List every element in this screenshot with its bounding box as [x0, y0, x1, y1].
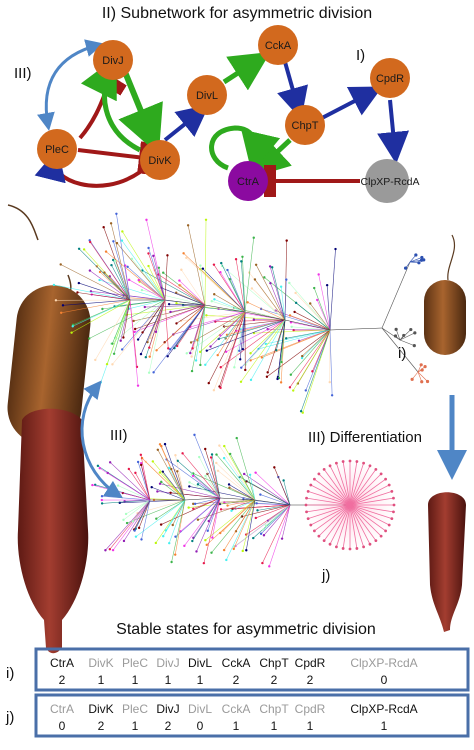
state-row-j: CtrA 0 DivK 2 PleC 1 DivJ 2 DivL 0 CckA 1 ChpT 1 CpdR 1… [50, 702, 418, 733]
state-name-i-8: ClpXP-RcdA [350, 656, 417, 670]
label-III-top: III) [14, 65, 32, 82]
feedback-arrow-divj-plec [37, 39, 104, 131]
svg-text:ChpT: ChpT [292, 120, 319, 132]
state-name-i-5: CckA [222, 656, 251, 670]
label-i-graph: i) [398, 345, 406, 362]
node-divj: DivJ [93, 40, 133, 80]
state-name-j-2: PleC [122, 702, 148, 716]
state-value-j-6: 1 [271, 719, 278, 733]
differentiation-label: III) Differentiation [308, 429, 422, 446]
state-name-i-3: DivJ [156, 656, 179, 670]
node-chpt: ChpT [285, 105, 325, 145]
state-name-j-4: DivL [188, 702, 212, 716]
state-value-i-3: 1 [165, 673, 172, 687]
state-name-j-3: DivJ [156, 702, 179, 716]
state-name-i-7: CpdR [295, 656, 326, 670]
edge-cpdr-clpxp [377, 99, 410, 164]
inhibit-plec-divk [77, 141, 153, 175]
svg-text:PleC: PleC [45, 144, 69, 156]
state-value-i-2: 1 [132, 673, 139, 687]
state-value-j-5: 1 [233, 719, 240, 733]
state-transition-graph-j [91, 433, 350, 568]
state-value-j-7: 1 [307, 719, 314, 733]
cell-right-swarmer [428, 492, 466, 632]
activate-chpt-ctra [249, 136, 292, 179]
state-value-i-1: 1 [98, 673, 105, 687]
node-divl: DivL [187, 75, 227, 115]
svg-text:CtrA: CtrA [237, 176, 260, 188]
state-value-j-1: 2 [98, 719, 105, 733]
svg-text:DivL: DivL [196, 90, 218, 102]
svg-text:ClpXP-RcdA: ClpXP-RcdA [361, 176, 420, 188]
state-name-i-6: ChpT [259, 656, 289, 670]
state-name-j-6: ChpT [259, 702, 289, 716]
activate-divj-divk [118, 70, 163, 155]
state-value-j-4: 0 [197, 719, 204, 733]
state-name-i-0: CtrA [50, 656, 74, 670]
node-ctra: CtrA [228, 161, 268, 201]
node-ccka: CckA [258, 25, 298, 65]
state-value-j-3: 2 [165, 719, 172, 733]
state-value-j-2: 1 [132, 719, 139, 733]
subnetwork-title: II) Subnetwork for asymmetric division [102, 5, 372, 22]
label-I: I) [356, 47, 365, 64]
node-clpxp: ClpXP-RcdA [361, 159, 420, 203]
node-divk: DivK [140, 140, 180, 180]
state-box-j [34, 693, 470, 738]
edge-chpt-cpdr [321, 86, 383, 120]
state-name-j-5: CckA [222, 702, 251, 716]
node-cpdr: CpdR [370, 58, 410, 98]
cell-right-stalked [424, 234, 466, 355]
state-name-i-1: DivK [88, 656, 113, 670]
stable-states-title: Stable states for asymmetric division [116, 621, 376, 638]
node-plec: PleC [37, 129, 77, 169]
label-III-mid: III) [110, 427, 128, 444]
pink-attractor [304, 459, 396, 551]
state-value-i-4: 1 [197, 673, 204, 687]
activate-divl-ccka [222, 51, 271, 91]
state-value-i-8: 0 [381, 673, 388, 687]
edge-divk-divl [163, 104, 210, 142]
state-value-i-5: 2 [233, 673, 240, 687]
state-name-j-0: CtrA [50, 702, 74, 716]
state-name-j-7: CpdR [295, 702, 326, 716]
edge-ccka-chpt [277, 61, 308, 120]
row-i-label: i) [6, 665, 14, 682]
state-name-i-4: DivL [188, 656, 212, 670]
label-j-graph: j) [321, 567, 330, 584]
state-value-j-8: 1 [381, 719, 388, 733]
network-nodes: DivJ PleC DivK DivL CckA ChpT CpdR CtrA … [37, 25, 419, 203]
cell-left-dividing [7, 204, 91, 654]
state-value-i-6: 2 [271, 673, 278, 687]
state-value-j-0: 0 [59, 719, 66, 733]
transition-arrow-i-j [80, 380, 124, 499]
state-transition-graph-i [52, 212, 430, 414]
network-edges [34, 39, 410, 197]
state-name-i-2: PleC [122, 656, 148, 670]
state-value-i-0: 2 [59, 673, 66, 687]
state-value-i-7: 2 [307, 673, 314, 687]
state-name-j-8: ClpXP-RcdA [350, 702, 417, 716]
svg-text:DivK: DivK [148, 155, 172, 167]
ctra-self-loop [209, 125, 281, 173]
svg-text:CckA: CckA [265, 40, 292, 52]
svg-text:CpdR: CpdR [376, 73, 404, 85]
state-row-i: CtrA 2 DivK 1 PleC 1 DivJ 1 DivL 1 CckA 2 ChpT 2 CpdR 2… [50, 656, 418, 687]
row-j-label: j) [5, 709, 14, 726]
state-name-j-1: DivK [88, 702, 113, 716]
state-box-i [34, 647, 470, 692]
svg-text:DivJ: DivJ [102, 55, 123, 67]
